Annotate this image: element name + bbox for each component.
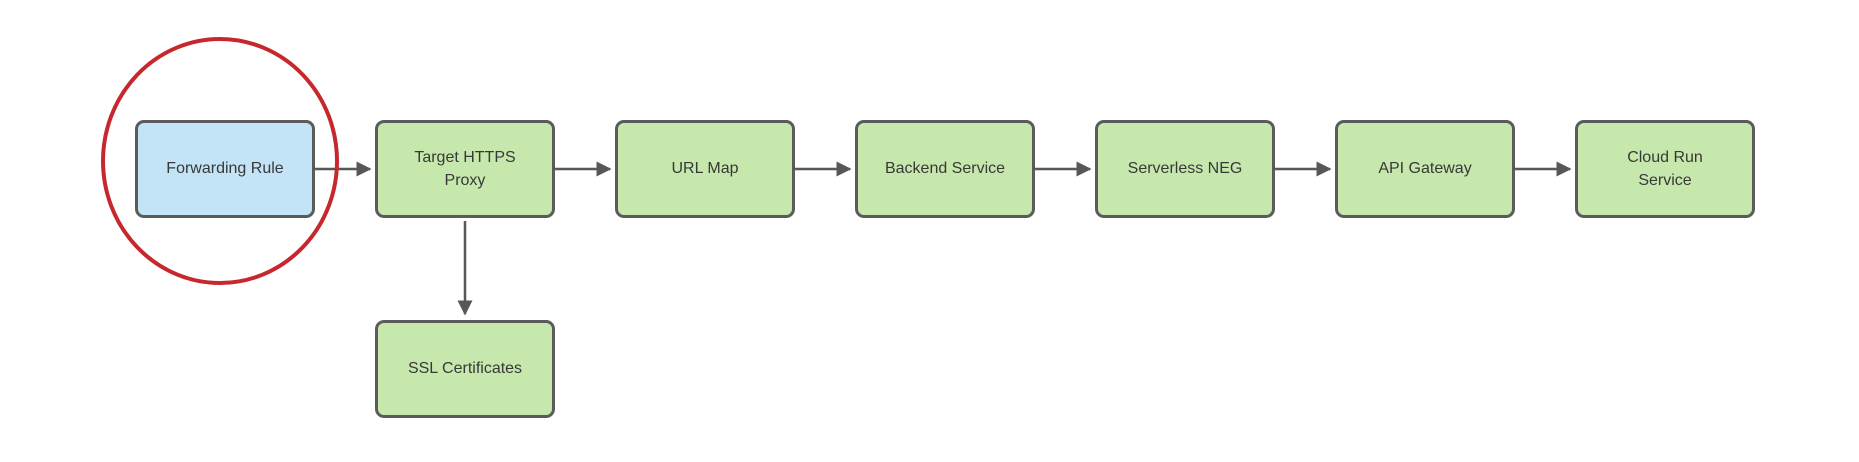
node-cloud-run-service: Cloud Run Service	[1575, 120, 1755, 218]
node-api-gateway: API Gateway	[1335, 120, 1515, 218]
node-url-map: URL Map	[615, 120, 795, 218]
node-backend-service: Backend Service	[855, 120, 1035, 218]
node-target-https-proxy-label: Target HTTPS Proxy	[414, 148, 516, 189]
node-backend-service-label: Backend Service	[884, 160, 1006, 178]
node-serverless-neg-label: Serverless NEG	[1127, 160, 1243, 178]
node-forwarding-rule: Forwarding Rule	[135, 120, 315, 218]
node-serverless-neg: Serverless NEG	[1095, 120, 1275, 218]
node-url-map-label: URL Map	[671, 160, 739, 178]
node-api-gateway-label: API Gateway	[1378, 160, 1472, 178]
node-ssl-certificates: SSL Certificates	[375, 320, 555, 418]
node-forwarding-rule-label: Forwarding Rule	[166, 160, 284, 178]
node-ssl-certificates-label: SSL Certificates	[407, 360, 523, 378]
node-cloud-run-service-label: Cloud Run Service	[1627, 148, 1703, 189]
node-target-https-proxy: Target HTTPS Proxy	[375, 120, 555, 218]
